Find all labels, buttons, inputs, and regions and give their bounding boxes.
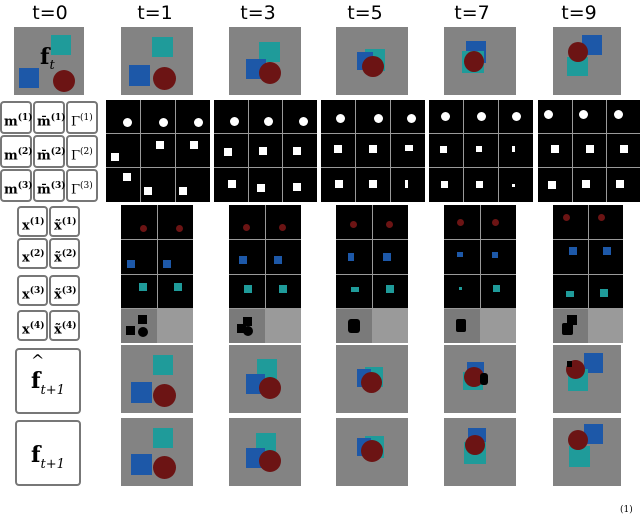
label-xtilde4: x̃(4) xyxy=(49,310,80,341)
mask-grid-t7 xyxy=(429,100,533,202)
label-m3: m(3) xyxy=(0,169,33,202)
mask-grid-t5 xyxy=(321,100,425,202)
label-prediction: ft+1 ^ xyxy=(15,348,81,414)
mask-grid-t3 xyxy=(214,100,317,202)
header-t3: t=3 xyxy=(240,2,276,24)
ground-truth-t3 xyxy=(229,418,301,486)
object-grid-t5 xyxy=(336,205,408,343)
header-t1: t=1 xyxy=(137,2,173,24)
label-x3: x(3) xyxy=(17,275,48,306)
prediction-t9 xyxy=(553,345,621,413)
header-t7: t=7 xyxy=(454,2,490,24)
label-mbar1: m̄(1) xyxy=(33,101,66,134)
mask-grid-t1 xyxy=(106,100,210,202)
label-xtilde3: x̃(3) xyxy=(49,275,80,306)
label-m1: m(1) xyxy=(0,101,33,134)
label-gamma2: Γ(2) xyxy=(66,135,98,168)
footer-mark: (1) xyxy=(620,505,633,515)
label-gamma1: Γ(1) xyxy=(66,101,98,134)
ground-truth-t5 xyxy=(336,418,408,486)
header-t5: t=5 xyxy=(347,2,383,24)
header-t0: t=0 xyxy=(32,2,68,24)
frame-t-label: ft xyxy=(40,44,55,73)
object-grid-t9 xyxy=(553,205,623,343)
label-gamma3: Γ(3) xyxy=(66,169,98,202)
object-grid-t1 xyxy=(121,205,193,343)
prediction-t7 xyxy=(444,345,516,413)
prediction-t1 xyxy=(121,345,193,413)
ground-truth-t9 xyxy=(553,418,621,486)
frame-t7 xyxy=(444,27,516,95)
label-ground-truth: ft+1 xyxy=(15,420,81,486)
object-grid-t7 xyxy=(444,205,516,343)
frame-t0: ft xyxy=(14,27,84,95)
header-t9: t=9 xyxy=(561,2,597,24)
ground-truth-t7 xyxy=(444,418,516,486)
label-x4: x(4) xyxy=(17,310,48,341)
frame-t5 xyxy=(336,27,408,95)
label-mbar3: m̄(3) xyxy=(33,169,66,202)
prediction-t5 xyxy=(336,345,408,413)
frame-t3 xyxy=(229,27,301,95)
label-xtilde1: x̃(1) xyxy=(49,206,80,237)
frame-t9 xyxy=(553,27,621,95)
label-m2: m(2) xyxy=(0,135,33,168)
frame-t1 xyxy=(121,27,193,95)
prediction-t3 xyxy=(229,345,301,413)
label-x2: x(2) xyxy=(17,238,48,269)
label-xtilde2: x̃(2) xyxy=(49,238,80,269)
object-grid-t3 xyxy=(229,205,301,343)
label-x1: x(1) xyxy=(17,206,48,237)
label-mbar2: m̄(2) xyxy=(33,135,66,168)
ground-truth-t1 xyxy=(121,418,193,486)
mask-grid-t9 xyxy=(538,100,640,202)
